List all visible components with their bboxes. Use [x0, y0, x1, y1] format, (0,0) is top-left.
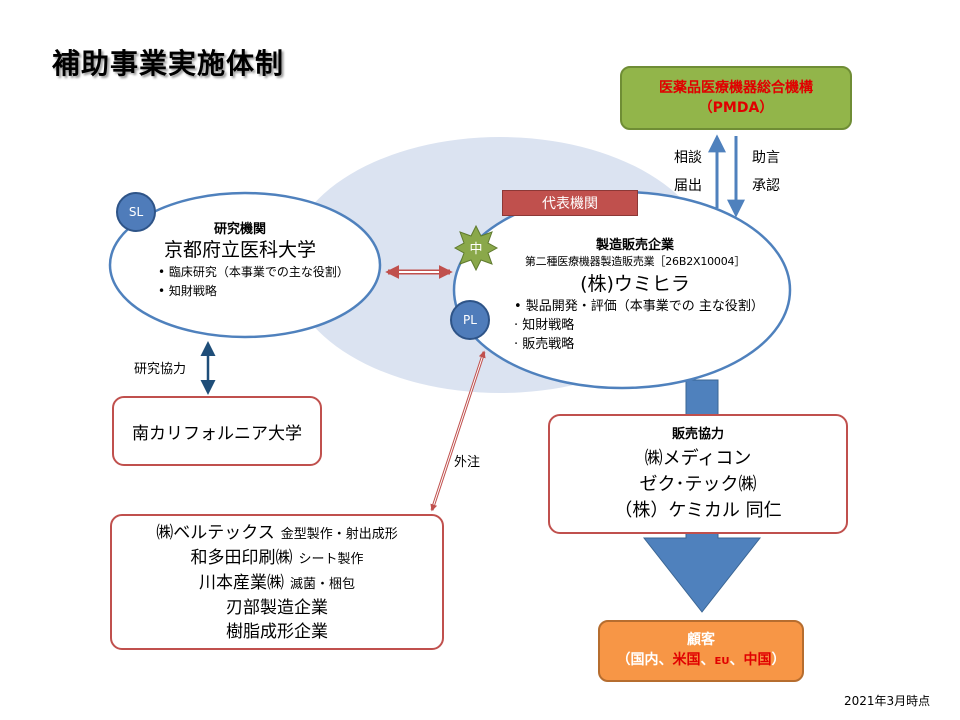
supplier-name: 和多田印刷㈱ [190, 547, 293, 568]
outsourcing-label: 外注 [454, 455, 481, 470]
label-consult: 相談 [674, 150, 702, 166]
supplier-row: ㈱ベルテックス金型製作・射出成形 [156, 521, 398, 546]
company-role: · 知財戦略 [514, 318, 575, 333]
label-advice: 助言 [752, 150, 780, 166]
research-name: 京都府立医科大学 [163, 239, 316, 261]
manufacturer: 製造販売企業 第二種医療機器製造販売業［26B2X10004］ (株)ウミヒラ … [490, 234, 780, 354]
market-eu: EU [714, 656, 730, 667]
supplier-row: 川本産業㈱滅菌・梱包 [199, 571, 355, 596]
research-institution: 研究機関 京都府立医科大学 • 臨床研究（本事業での主な役割） • 知財戦略 [130, 218, 350, 301]
supplier-row: 樹脂成形企業 [226, 620, 328, 644]
label-notify: 届出 [674, 178, 702, 194]
sales-company: ㈱メディコン [644, 448, 752, 469]
customer-markets: （国内、米国、EU、中国） [617, 650, 786, 672]
supplier-name: ㈱ベルテックス [156, 522, 275, 543]
supplier-name: 川本産業㈱ [198, 572, 284, 593]
market-close: ） [771, 652, 786, 668]
pl-badge: PL [450, 300, 490, 340]
sales-company: ゼク･テック㈱ [639, 474, 757, 495]
company-role: • 製品開発・評価（本事業での 主な役割） [514, 299, 764, 314]
pmda-up-labels: 相談 届出 [674, 144, 702, 200]
market-cn: 中国 [743, 652, 772, 668]
company-heading: 製造販売企業 [595, 238, 674, 253]
partner-university-box: 南カリフォルニア大学 [112, 396, 322, 466]
research-institution-ellipse [108, 191, 382, 339]
pmda-box: 医薬品医療機器総合機構 （PMDA） [620, 66, 852, 130]
partner-university-name: 南カリフォルニア大学 [132, 423, 302, 444]
research-role: • 知財戦略 [158, 284, 217, 298]
supplier-role: シート製作 [298, 551, 364, 567]
research-cooperation-label: 研究協力 [134, 362, 187, 377]
sales-heading: 販売協力 [671, 427, 724, 442]
market-open: （国内、 [616, 652, 673, 668]
suppliers-box: ㈱ベルテックス金型製作・射出成形 和多田印刷㈱シート製作 川本産業㈱滅菌・梱包 … [110, 514, 444, 650]
market-us: 米国 [672, 652, 701, 668]
supplier-row: 刃部製造企業 [226, 596, 328, 620]
star-badge [453, 224, 499, 272]
pmda-abbr: （PMDA） [698, 100, 774, 116]
company-license: 第二種医療機器製造販売業［26B2X10004］ [524, 255, 746, 268]
customer-box: 顧客 （国内、米国、EU、中国） [598, 620, 804, 682]
outsourcing-arrow-inner [430, 350, 486, 512]
sales-company: （株）ケミカル 同仁 [614, 500, 782, 521]
sales-cooperation-box: 販売協力 ㈱メディコン ゼク･テック㈱ （株）ケミカル 同仁 [548, 414, 848, 534]
supplier-role: 滅菌・梱包 [289, 576, 355, 592]
supplier-row: 和多田印刷㈱シート製作 [190, 546, 363, 571]
market-sep: 、 [729, 652, 744, 668]
sl-badge: SL [116, 192, 156, 232]
company-name: (株)ウミヒラ [580, 273, 690, 295]
company-role: · 販売戦略 [514, 337, 575, 352]
supplier-name: 樹脂成形企業 [226, 621, 328, 642]
research-role: • 臨床研究（本事業での主な役割） [158, 265, 349, 279]
star-badge-label: 中 [469, 242, 482, 257]
supplier-role: 金型製作・射出成形 [280, 526, 398, 542]
research-heading: 研究機関 [213, 222, 266, 237]
market-sep: 、 [700, 652, 715, 668]
supplier-name: 刃部製造企業 [226, 597, 328, 618]
label-approval: 承認 [752, 178, 780, 194]
representative-tag: 代表機関 [502, 190, 638, 216]
customer-heading: 顧客 [687, 632, 715, 648]
page-title: 補助事業実施体制 [52, 47, 285, 80]
pmda-name: 医薬品医療機器総合機構 [659, 80, 813, 96]
as-of-date: 2021年3月時点 [844, 694, 931, 708]
pmda-down-labels: 助言 承認 [752, 144, 780, 200]
